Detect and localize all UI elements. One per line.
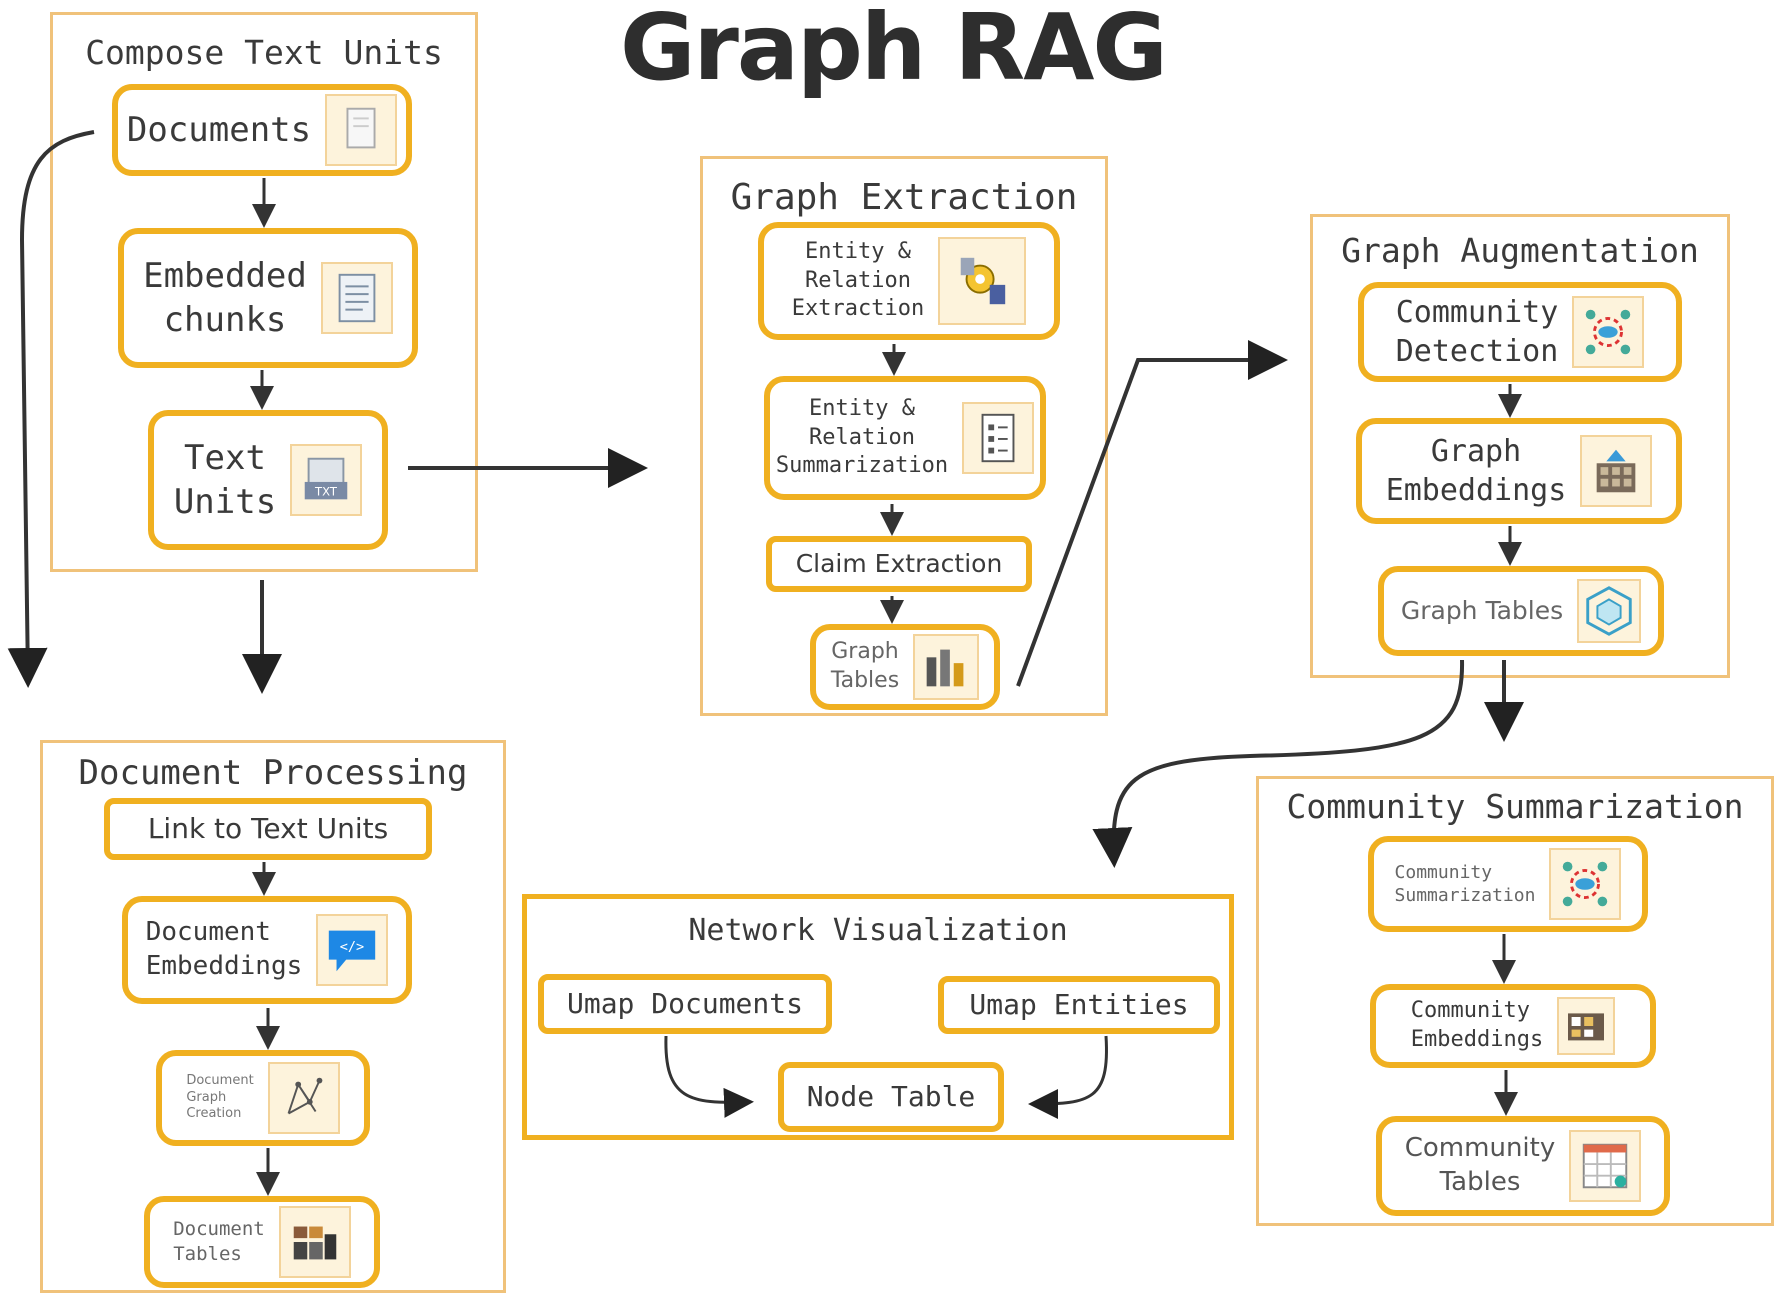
document-processing-title: Document Processing — [78, 753, 468, 793]
embedding-grid-icon — [1557, 997, 1616, 1055]
document-embeddings-label: Document Embeddings — [145, 917, 303, 981]
community-detection-node: Community Detection — [1358, 282, 1682, 382]
txt-file-icon: TXT — [290, 444, 363, 516]
community-summarization-title: Community Summarization — [1286, 787, 1744, 826]
graph-tables-augmentation-label: Graph Tables — [1400, 595, 1564, 625]
code-file-icon — [320, 262, 393, 334]
list-document-icon — [962, 402, 1035, 474]
claim-extraction-label: Claim Extraction — [795, 548, 1003, 578]
document-icon — [325, 94, 398, 166]
graph-extraction-title: Graph Extraction — [730, 177, 1078, 218]
code-chat-icon: </> — [316, 914, 389, 986]
svg-text:TXT: TXT — [314, 484, 338, 498]
arrow-documents-to-doc-processing — [7, 130, 95, 688]
network-cluster-icon — [1572, 296, 1645, 368]
umap-entities-label: Umap Entities — [969, 987, 1189, 1021]
arrow-augmentation-to-network — [1092, 659, 1465, 868]
graph-tables-extraction-node: Graph Tables — [810, 624, 1000, 710]
arrow-umap-documents-to-node-table — [664, 1035, 754, 1118]
community-tables-label: Community Tables — [1404, 1133, 1556, 1197]
document-tables-label: Document Tables — [173, 1218, 265, 1265]
text-units-node: Text Units TXT — [148, 410, 388, 550]
node-table-node: Node Table — [778, 1062, 1004, 1132]
cube-grid-icon — [1580, 435, 1653, 507]
community-tables-node: Community Tables — [1376, 1116, 1670, 1216]
community-embeddings-label: Community Embeddings — [1410, 998, 1544, 1052]
document-graph-creation-node: Document Graph Creation — [156, 1050, 370, 1146]
entity-relation-summarization-node: Entity & Relation Summarization — [764, 376, 1046, 500]
graph-tables-augmentation-node: Graph Tables — [1378, 566, 1664, 656]
network-visualization-title: Network Visualization — [688, 913, 1068, 948]
building-chart-icon — [913, 634, 980, 700]
gears-database-icon — [938, 237, 1027, 325]
graph-sketch-icon — [267, 1062, 340, 1134]
node-table-label: Node Table — [806, 1079, 976, 1113]
document-embeddings-node: Document Embeddings </> — [122, 896, 412, 1004]
community-embeddings-node: Community Embeddings — [1370, 984, 1656, 1068]
arrow-umap-entities-to-node-table — [1028, 1035, 1108, 1119]
entity-relation-extraction-label: Entity & Relation Extraction — [791, 239, 925, 322]
claim-extraction-node: Claim Extraction — [766, 536, 1032, 592]
graph-tables-extraction-label: Graph Tables — [830, 639, 900, 693]
entity-relation-summarization-label: Entity & Relation Summarization — [775, 396, 949, 479]
embedded-chunks-node: Embedded chunks — [118, 228, 418, 368]
spreadsheet-icon — [1569, 1130, 1642, 1202]
link-to-text-units-node: Link to Text Units — [104, 798, 432, 860]
documents-node: Documents — [112, 84, 412, 176]
umap-entities-node: Umap Entities — [938, 976, 1220, 1034]
community-summarization-label: Community Summarization — [1394, 861, 1536, 906]
umap-documents-node: Umap Documents — [538, 974, 832, 1034]
umap-documents-label: Umap Documents — [566, 986, 803, 1020]
table-blocks-icon — [278, 1206, 351, 1278]
diagram-title: Graph RAG — [620, 0, 1168, 101]
document-tables-node: Document Tables — [144, 1196, 380, 1288]
arrow-graph-tables-to-augmentation — [1016, 340, 1288, 687]
community-detection-label: Community Detection — [1395, 295, 1559, 369]
hexagon-cube-icon — [1577, 579, 1642, 643]
entity-relation-extraction-node: Entity & Relation Extraction — [758, 222, 1060, 340]
document-graph-creation-label: Document Graph Creation — [186, 1072, 254, 1122]
graph-embeddings-node: Graph Embeddings — [1356, 418, 1682, 524]
community-summarization-node: Community Summarization — [1368, 836, 1648, 932]
embedded-chunks-label: Embedded chunks — [143, 255, 307, 340]
text-units-label: Text Units — [173, 437, 277, 522]
graph-embeddings-label: Graph Embeddings — [1385, 434, 1567, 508]
link-to-text-units-label: Link to Text Units — [147, 811, 389, 845]
graph-augmentation-title: Graph Augmentation — [1341, 231, 1699, 270]
documents-label: Documents — [126, 109, 312, 150]
svg-text:</>: </> — [340, 939, 364, 955]
compose-text-units-title: Compose Text Units — [85, 33, 443, 72]
network-cluster-icon — [1549, 848, 1622, 920]
